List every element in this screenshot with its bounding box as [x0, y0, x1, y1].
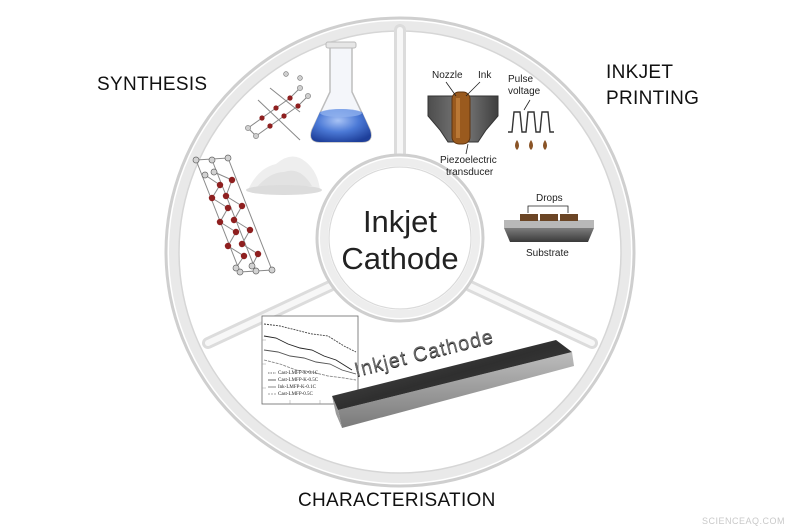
inner-circle — [315, 153, 485, 323]
center-title: Inkjet Cathode — [310, 203, 490, 277]
plot-legend-item: Ink-LMFP-K-0.1C — [278, 385, 316, 390]
printhead-icon — [427, 81, 499, 155]
section-label-synthesis: SYNTHESIS — [97, 74, 208, 95]
section-label-characterisation: CHARACTERISATION — [298, 490, 496, 511]
label-nozzle: Nozzle — [432, 70, 463, 81]
section-label-printing: PRINTING — [606, 88, 700, 109]
crystal-structure-small — [245, 71, 311, 141]
label-substrate: Substrate — [526, 248, 569, 259]
watermark: SCIENCEAQ.COM — [702, 516, 786, 526]
label-voltage: voltage — [508, 86, 541, 97]
plot-legend-item: Cast-LMFP-0.5C — [278, 392, 313, 397]
label-piezoelectric: Piezoelectric — [440, 155, 497, 166]
powder-pile — [246, 156, 322, 195]
section-label-inkjet: INKJET — [606, 62, 674, 83]
plot-legend-item: Cast-LMFP-K-0.5C — [278, 378, 319, 383]
label-ink: Ink — [478, 70, 492, 81]
inkjet-cathode-electrode — [332, 340, 574, 428]
plot-legend: Cast-LMFP-K-0.1C Cast-LMFP-K-0.5C Ink-LM… — [278, 370, 318, 398]
label-drops: Drops — [536, 193, 563, 204]
section-dividers — [202, 24, 598, 349]
crystal-structure-large — [192, 154, 276, 276]
substrate-graphic — [504, 205, 594, 242]
flask-icon — [310, 41, 372, 143]
pulse-voltage-graphic — [508, 99, 554, 150]
center-title-line1: Inkjet — [362, 204, 438, 239]
label-pulse: Pulse — [508, 74, 534, 85]
center-title-line2: Cathode — [341, 241, 459, 276]
plot-legend-item: Cast-LMFP-K-0.1C — [278, 371, 319, 376]
label-transducer: transducer — [446, 167, 494, 178]
capacity-plot — [261, 315, 359, 405]
